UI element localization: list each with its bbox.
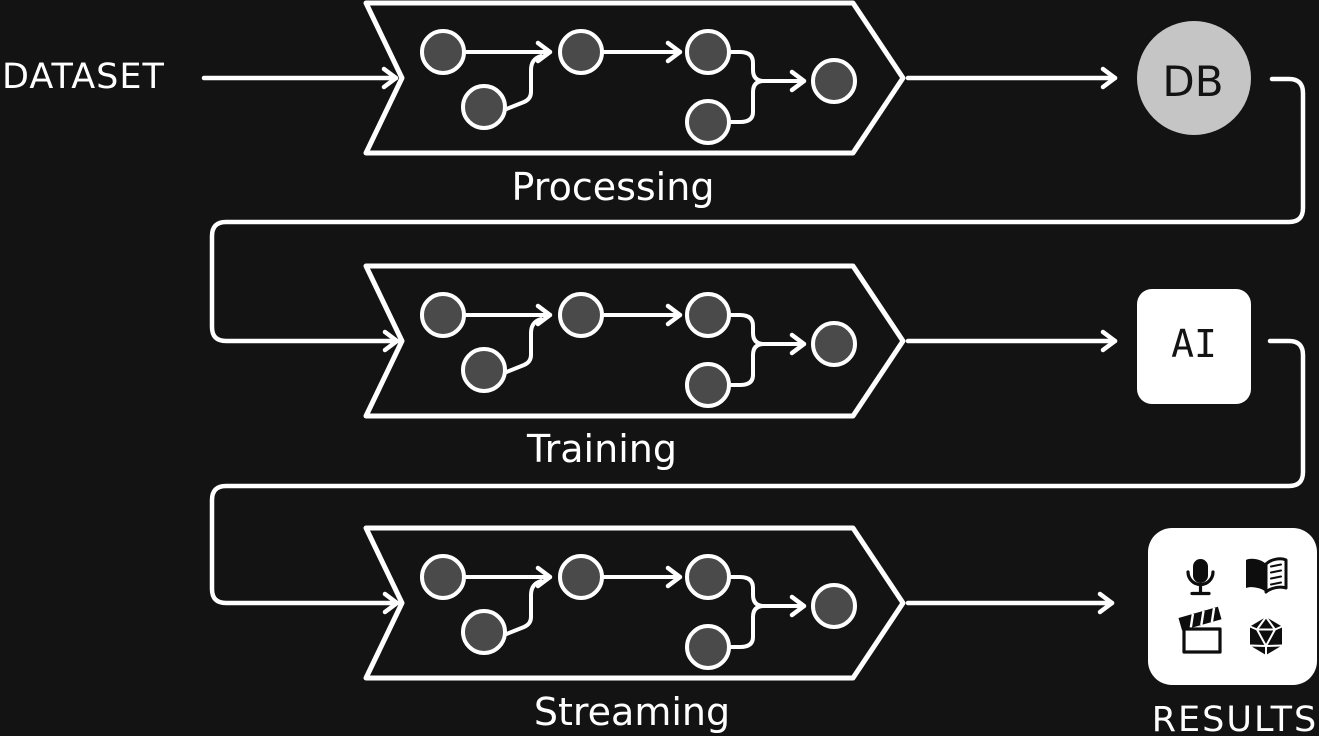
stage-processing-label: Processing — [512, 165, 715, 209]
stage-training: Training — [366, 266, 903, 471]
ai-box — [1137, 289, 1251, 404]
stage-streaming: Streaming — [366, 528, 903, 734]
dataset-label: DATASET — [2, 57, 165, 97]
db-label: DB — [1162, 57, 1223, 106]
d20-die-icon — [1249, 616, 1283, 655]
db-to-training-connector — [209, 76, 1306, 353]
stage-streaming-label: Streaming — [534, 690, 730, 734]
results-node: RESULTS — [1148, 528, 1319, 736]
ai-label: AI — [1171, 322, 1217, 366]
clapperboard-icon — [1178, 606, 1222, 654]
stage-training-label: Training — [526, 427, 677, 471]
ai-node: AI — [1137, 289, 1251, 404]
open-book-icon — [1246, 557, 1288, 594]
microphone-icon — [1186, 559, 1215, 596]
stage-processing: Processing — [366, 3, 903, 209]
db-node: DB — [1137, 21, 1251, 135]
results-label: RESULTS — [1152, 700, 1319, 736]
db-circle — [1137, 21, 1251, 135]
results-box — [1148, 528, 1317, 685]
ai-to-streaming-connector — [209, 338, 1306, 615]
